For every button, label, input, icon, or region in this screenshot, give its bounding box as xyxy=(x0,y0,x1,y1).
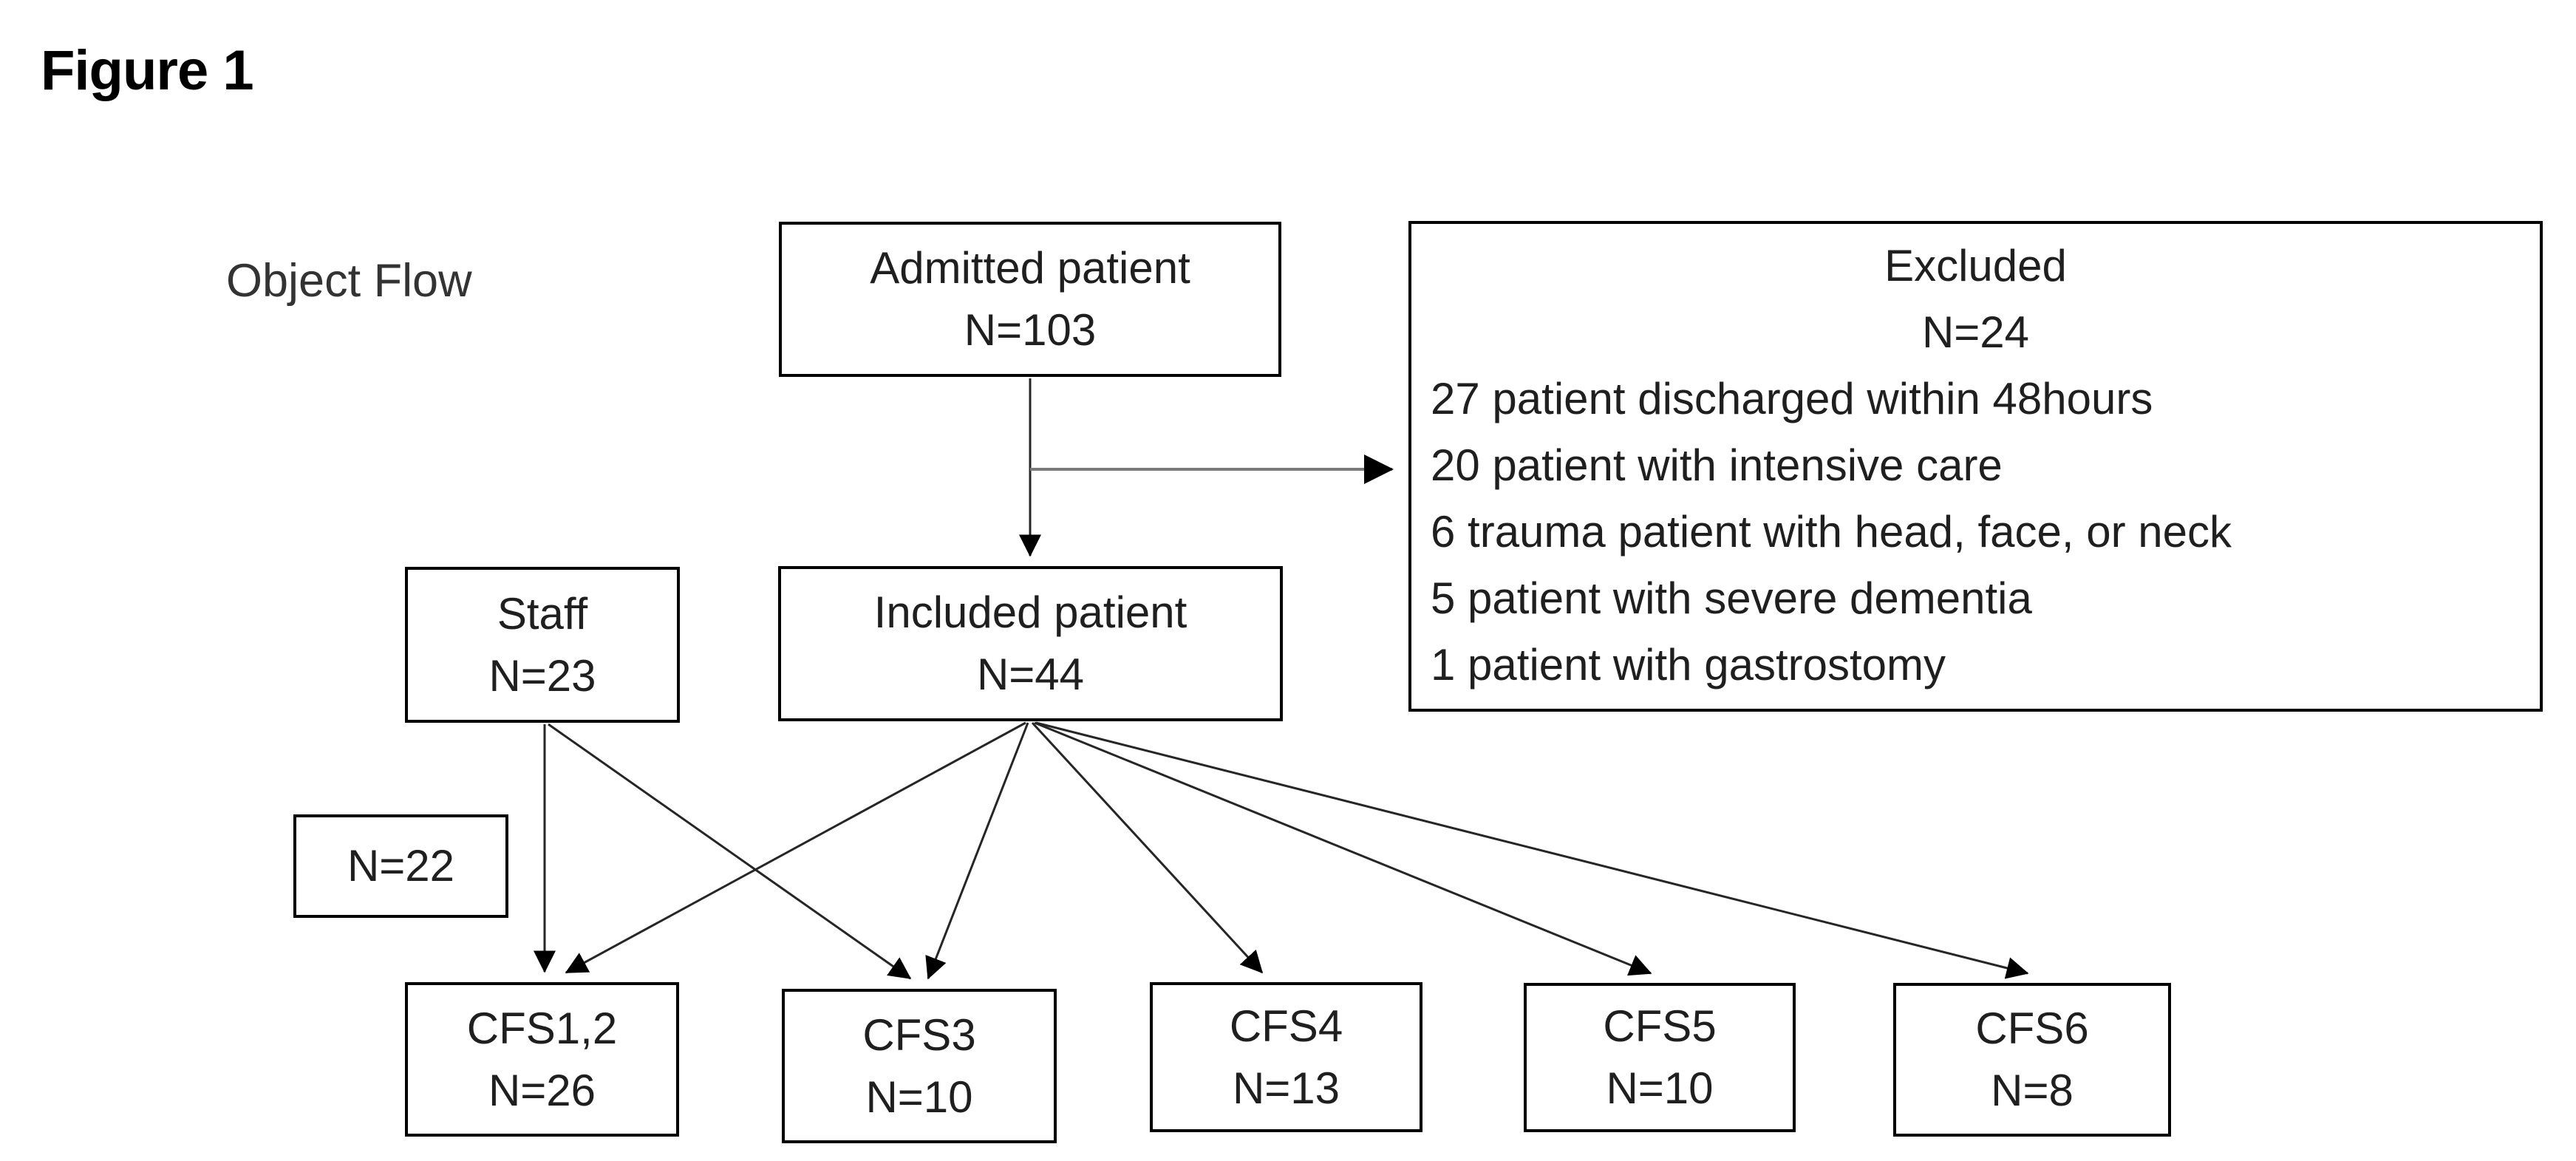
node-cfs5-count: N=10 xyxy=(1606,1063,1714,1113)
node-included-label: Included patient xyxy=(873,588,1188,637)
node-cfs4-label: CFS4 xyxy=(1229,1001,1343,1051)
arrow-included-to-cfs3 xyxy=(925,722,1029,980)
node-cfs3: CFS3 N=10 xyxy=(782,989,1057,1143)
excluded-reason: 5 patient with severe dementia xyxy=(1431,573,2032,623)
node-included-count: N=44 xyxy=(976,650,1085,699)
arrow-included-to-cfs6 xyxy=(1035,721,2029,979)
node-cfs4: CFS4 N=13 xyxy=(1150,982,1422,1132)
arrow-included-to-cfs4 xyxy=(1031,721,1264,974)
node-cfs5-label: CFS5 xyxy=(1603,1001,1717,1051)
excluded-reason: 1 patient with gastrostomy xyxy=(1431,640,1946,690)
node-cfs3-count: N=10 xyxy=(865,1072,973,1122)
excluded-reason: 20 patient with intensive care xyxy=(1431,440,2003,490)
node-cfs12: CFS1,2 N=26 xyxy=(405,982,679,1137)
node-admitted-patient: Admitted patient N=103 xyxy=(779,222,1281,377)
node-staff: Staff N=23 xyxy=(405,567,680,723)
node-cfs6-count: N=8 xyxy=(1991,1066,2074,1115)
arrow-staff-to-cfs3 xyxy=(548,723,912,980)
node-excluded: Excluded N=24 27 patient discharged with… xyxy=(1408,221,2543,712)
arrow-included-to-cfs5 xyxy=(1034,721,1652,976)
node-cfs12-label: CFS1,2 xyxy=(466,1003,618,1053)
node-admitted-label: Admitted patient xyxy=(870,243,1190,293)
node-cfs6: CFS6 N=8 xyxy=(1893,983,2171,1137)
node-admitted-count: N=103 xyxy=(964,305,1097,355)
node-excluded-count: N=24 xyxy=(1921,307,2030,357)
node-cfs4-count: N=13 xyxy=(1232,1063,1340,1113)
node-cfs5: CFS5 N=10 xyxy=(1524,983,1796,1132)
figure-title: Figure 1 xyxy=(41,39,254,102)
node-cfs12-count: N=26 xyxy=(488,1065,596,1115)
node-cfs3-label: CFS3 xyxy=(862,1010,976,1060)
excluded-reason: 27 patient discharged within 48hours xyxy=(1431,374,2153,423)
node-staff-label: Staff xyxy=(497,588,588,639)
node-included-patient: Included patient N=44 xyxy=(778,566,1283,721)
node-staff-count: N=23 xyxy=(488,650,596,701)
excluded-reason: 6 trauma patient with head, face, or nec… xyxy=(1431,507,2232,556)
object-flow-label: Object Flow xyxy=(226,255,472,307)
arrow-included-to-cfs12 xyxy=(565,721,1026,974)
node-n22: N=22 xyxy=(293,814,508,918)
node-n22-count: N=22 xyxy=(347,841,455,891)
node-cfs6-label: CFS6 xyxy=(1975,1004,2089,1053)
node-excluded-title: Excluded xyxy=(1884,241,2067,290)
